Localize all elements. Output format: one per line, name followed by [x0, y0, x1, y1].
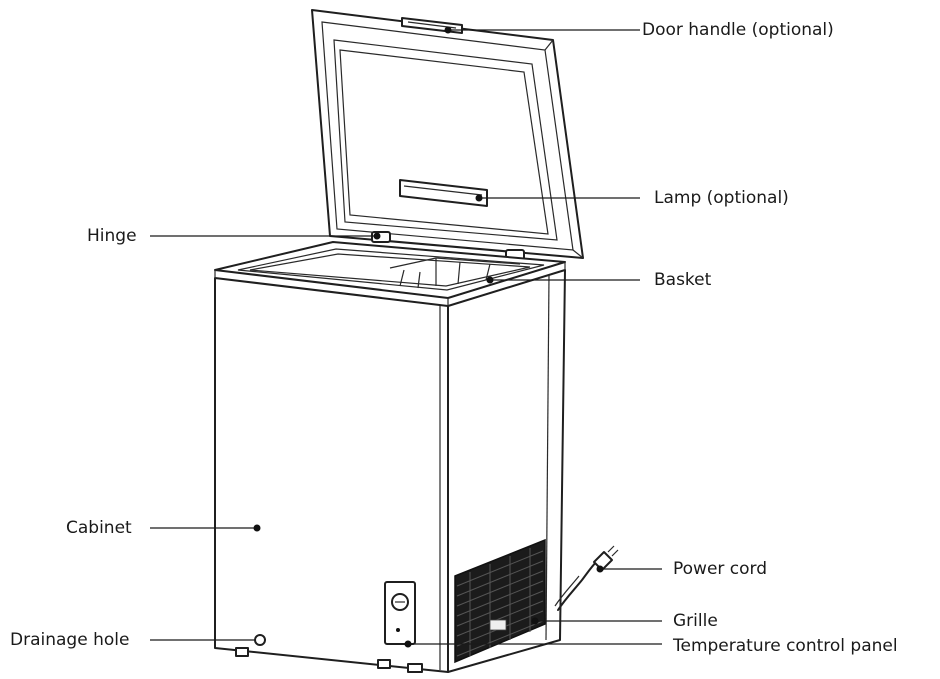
label-cabinet: Cabinet [66, 518, 132, 538]
temperature-control-panel [384, 581, 416, 645]
leader-lines [150, 26, 662, 648]
drainage-hole [254, 634, 266, 646]
basket [389, 257, 521, 289]
label-drainage-hole: Drainage hole [10, 630, 130, 650]
label-door-handle: Door handle (optional) [642, 20, 834, 40]
label-grille: Grille [673, 611, 718, 631]
label-lamp: Lamp (optional) [654, 188, 789, 208]
label-hinge: Hinge [87, 226, 137, 246]
label-basket: Basket [654, 270, 712, 290]
lamp [399, 179, 488, 207]
grille [454, 538, 546, 664]
label-power-cord: Power cord [673, 559, 768, 579]
label-temperature-control-panel: Temperature control panel [673, 636, 898, 656]
cabinet-feet [235, 647, 423, 673]
power-cord [554, 545, 619, 611]
freezer-lid [311, 9, 584, 259]
